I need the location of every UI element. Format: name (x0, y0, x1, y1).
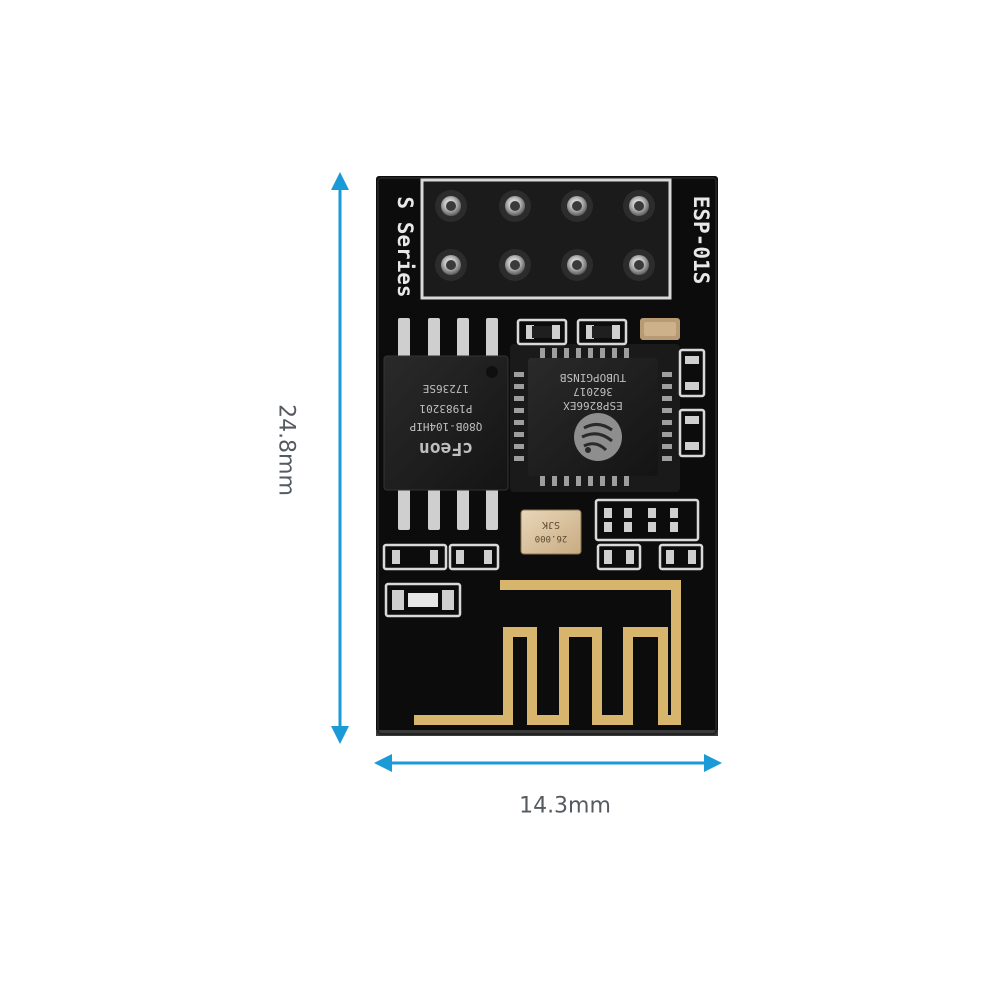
crystal-marking-line1: 26.000 (535, 533, 568, 543)
flash-brand: cFeon (419, 438, 473, 459)
espressif-logo (574, 413, 622, 461)
mcu-marking-line1: ESP8266EX (563, 399, 623, 412)
model-silkscreen: ESP-01S (689, 196, 713, 285)
pcb-antenna (414, 580, 681, 725)
esp8266-chip: ESP8266EX 362017 TUBOPGINSB (510, 344, 680, 492)
led-component (408, 593, 438, 607)
crystal-oscillator: 26.000 SJK (520, 509, 582, 555)
height-dimension-arrow (331, 172, 349, 744)
series-silkscreen: S Series (393, 196, 417, 297)
width-dimension-arrow (374, 754, 722, 772)
mcu-marking-line2: 362017 (573, 385, 613, 398)
mcu-marking-line3: TUBOPGINSB (560, 371, 627, 384)
flash-chip: cFeon Q80B-104HIP P1983201 17236SE (383, 318, 509, 530)
flash-marking-line3: 17236SE (423, 382, 469, 395)
smd-components (382, 318, 706, 618)
width-dimension-label: 14.3mm (519, 793, 611, 819)
flash-marking-line2: P1983201 (420, 402, 473, 415)
flash-marking-line1: Q80B-104HIP (409, 420, 482, 433)
height-dimension-label: 24.8mm (273, 404, 299, 496)
pin-header (420, 178, 672, 300)
header-pins (435, 190, 655, 281)
crystal-marking-line2: SJK (542, 519, 560, 530)
